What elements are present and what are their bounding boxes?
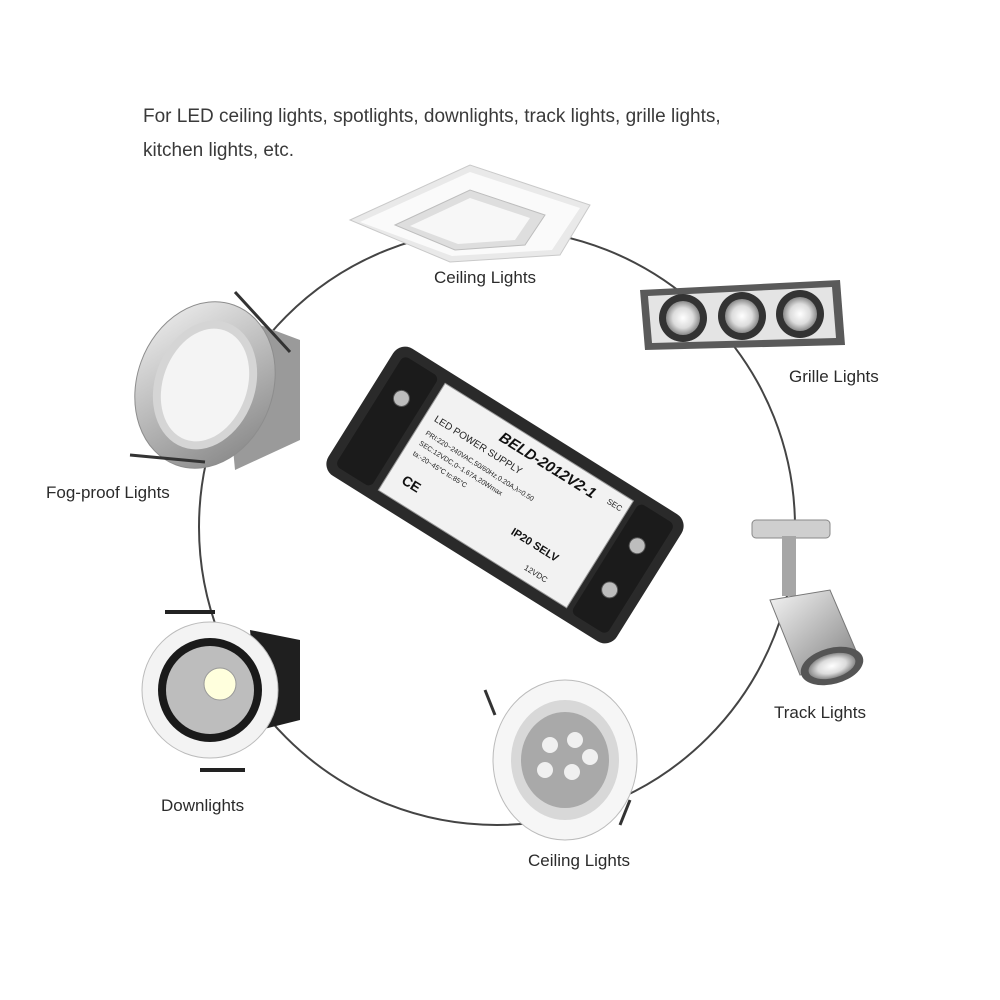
ceiling-light-top-image [348,164,591,263]
label-ceiling-lights-top: Ceiling Lights [434,268,537,287]
track-light-image [751,519,864,686]
grille-light-image [640,280,845,350]
downlight-image [141,610,300,772]
label-downlights: Downlights [161,796,245,815]
label-track-lights: Track Lights [774,703,866,722]
heading-line-1: For LED ceiling lights, spotlights, down… [143,106,721,127]
ceiling-light-bottom-image [483,679,638,841]
led-power-supply-image: BELD-2012V2-1 LED POWER SUPPLY PRI:220~2… [326,346,684,644]
fog-proof-light-image [129,290,300,470]
label-grille-lights: Grille Lights [789,367,879,386]
label-ceiling-lights-bottom: Ceiling Lights [528,851,631,870]
heading: For LED ceiling lights, spotlights, down… [143,100,843,168]
label-fog-proof-lights: Fog-proof Lights [46,483,170,502]
heading-line-2: kitchen lights, etc. [143,140,295,161]
